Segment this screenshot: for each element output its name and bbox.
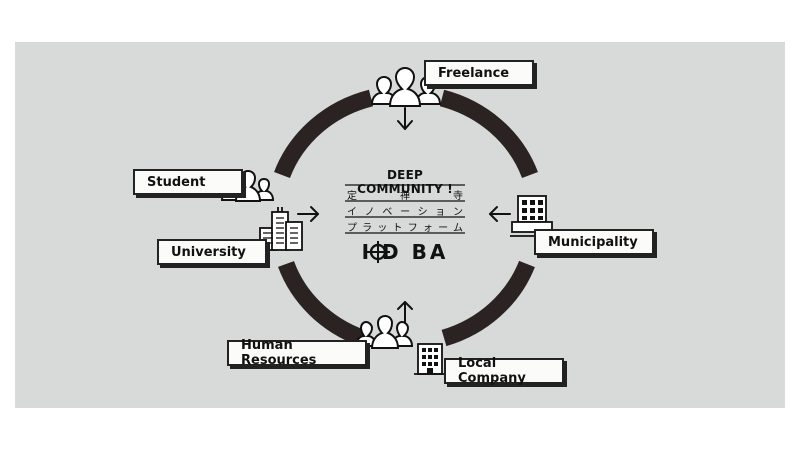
municipality-building-icon: [510, 195, 554, 237]
local-company-building-icon: [414, 343, 446, 375]
cycle-ring: [274, 89, 538, 347]
freelance-people-icon: [370, 66, 442, 107]
center-rules: [345, 184, 465, 234]
label-municipality: Municipality: [534, 229, 654, 255]
human-resources-people-icon: [354, 314, 414, 349]
university-building-icon: [259, 207, 303, 251]
idoba-logo: I D BA: [361, 240, 449, 264]
logo-target-icon: [366, 241, 390, 263]
jp-title-line-1: 定 禅 寺: [347, 191, 465, 202]
ring-arc-top-right: [439, 89, 538, 179]
arrow-down-icon: [397, 107, 413, 130]
ring-arc-top-left: [274, 89, 374, 179]
arrow-left-icon: [489, 206, 511, 222]
diagram-title: DEEP COMMUNITY !: [357, 168, 453, 196]
arrow-up-icon: [397, 301, 413, 323]
label-freelance: Freelance: [424, 60, 534, 86]
label-human-resources: Human Resources: [227, 338, 367, 368]
jp-title-line-2: イノベーション: [347, 207, 465, 218]
label-university: University: [157, 239, 267, 265]
jp-title-line-3: プラットフォーム: [347, 223, 465, 234]
ring-arc-bottom-right: [441, 260, 535, 347]
label-local-company: Local Company: [444, 356, 564, 386]
arrow-right-icon: [297, 206, 319, 222]
ring-arc-bottom-left: [278, 260, 366, 346]
label-student: Student: [133, 169, 243, 195]
